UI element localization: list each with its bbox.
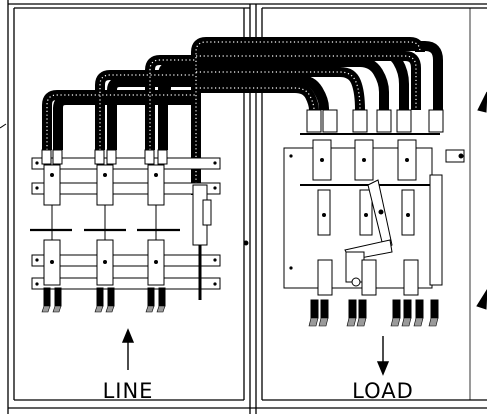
load-arrow [376, 336, 390, 376]
side-arrow-marks [0, 91, 487, 310]
line-switch-assembly [30, 149, 221, 313]
cable-bundle [42, 37, 443, 195]
line-label: LINE [103, 379, 154, 403]
line-arrow [121, 328, 135, 370]
load-label: LOAD [352, 379, 414, 403]
load-switch-assembly [283, 109, 465, 327]
